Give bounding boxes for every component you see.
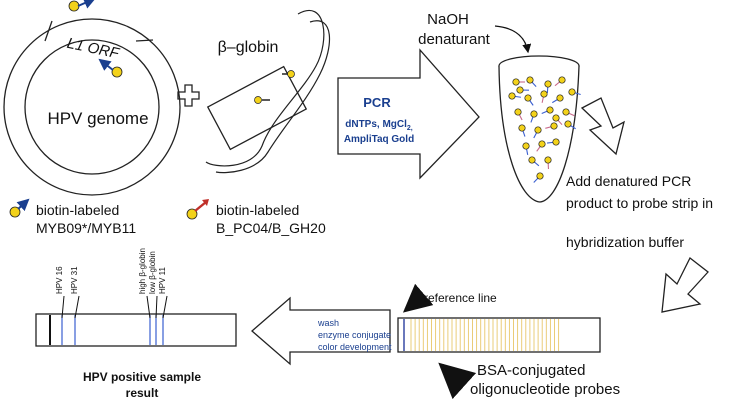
probes-arrow — [438, 362, 477, 400]
legend-primer2-line1: biotin-labeled — [216, 202, 299, 218]
biotin-bead — [518, 124, 526, 132]
biotin-bead — [552, 138, 560, 146]
result-probe-label: low β-globin — [148, 251, 157, 294]
denaturant-arrow — [494, 25, 532, 54]
beta-globin-label: β–globin — [218, 39, 279, 56]
add-step-line1: Add denatured PCR — [566, 173, 691, 189]
wash-line3: color development — [318, 342, 392, 352]
plus-icon — [177, 84, 200, 107]
wash-arrow — [251, 296, 391, 366]
strip-incubation-arrow — [661, 257, 709, 313]
pcr-reagents-line1: dNTPs, MgCl2, — [345, 119, 413, 132]
beta-globin-dna — [205, 9, 331, 174]
biotin-bead — [558, 76, 566, 84]
biotin-bead — [536, 172, 544, 180]
biotin-bead — [556, 94, 564, 102]
result-strip — [35, 313, 237, 347]
legend-primer1-line2: MYB09*/MYB11 — [36, 220, 136, 236]
biotin-bead — [530, 110, 538, 118]
result-caption-line2: result — [126, 386, 159, 400]
pcr-title: PCR — [363, 95, 391, 110]
probe-pointer-line — [61, 295, 65, 319]
probe-pointer-line — [162, 295, 168, 319]
reaction-tube — [498, 55, 581, 203]
probe-pointer-line — [146, 295, 151, 319]
legend-primer1-icon — [9, 198, 30, 218]
denaturant-line1: NaOH — [427, 11, 469, 28]
biotin-bead — [562, 108, 570, 116]
hpv-genome-plasmid — [3, 18, 181, 196]
biotin-bead — [514, 108, 522, 116]
biotin-bead — [508, 92, 516, 100]
biotin-bead — [526, 76, 534, 84]
biotin-bead — [524, 94, 532, 102]
forward-primer-icon — [68, 0, 96, 12]
probe-strip — [397, 317, 601, 353]
add-step-line2: product to probe strip in — [566, 195, 713, 211]
probe-pointer-line — [74, 295, 80, 319]
add-step-line3: hybridization buffer — [566, 234, 684, 250]
biotin-bead — [552, 114, 560, 122]
legend-primer2-icon — [186, 199, 209, 220]
probes-line1: BSA-conjugated — [477, 362, 585, 379]
pcr-reagents-line2: AmpliTaq Gold — [344, 134, 414, 145]
probe-pointer-line — [155, 295, 158, 319]
biotin-bead — [568, 88, 576, 96]
reverse-primer-icon — [98, 58, 123, 78]
legend-primer1-line1: biotin-labeled — [36, 202, 119, 218]
result-probe-label: high β-globin — [138, 248, 147, 294]
reference-line-arrow — [402, 283, 434, 313]
result-probe-label: HPV 31 — [70, 266, 79, 294]
biotin-bead — [534, 126, 542, 134]
probes-line2: oligonucleotide probes — [470, 381, 620, 398]
biotin-bead — [544, 80, 552, 88]
result-caption-line1: HPV positive sample — [83, 370, 201, 384]
result-probe-label: HPV 16 — [55, 266, 64, 294]
legend-primer2-line2: B_PC04/B_GH20 — [216, 220, 326, 236]
biotin-bead — [512, 78, 520, 86]
wash-line1: wash — [317, 318, 339, 328]
biotin-bead — [546, 106, 554, 114]
biotin-bead — [540, 90, 548, 98]
biotin-bead — [516, 86, 524, 94]
biotin-bead — [564, 120, 572, 128]
genome-label: HPV genome — [47, 109, 148, 128]
pcr-arrow — [337, 48, 480, 180]
result-probe-label: HPV 11 — [158, 266, 167, 294]
wash-line2: enzyme conjugate — [318, 330, 391, 340]
l1-orf-label: L1 ORF — [65, 35, 121, 63]
hybridization-arrow — [580, 97, 625, 156]
biotin-bead — [544, 156, 552, 164]
reference-line-label: reference line — [424, 291, 497, 305]
denaturant-line2: denaturant — [418, 31, 491, 48]
biotin-bead — [522, 142, 530, 150]
biotin-bead — [538, 140, 546, 148]
biotin-bead — [550, 122, 558, 130]
biotin-bead — [528, 156, 536, 164]
